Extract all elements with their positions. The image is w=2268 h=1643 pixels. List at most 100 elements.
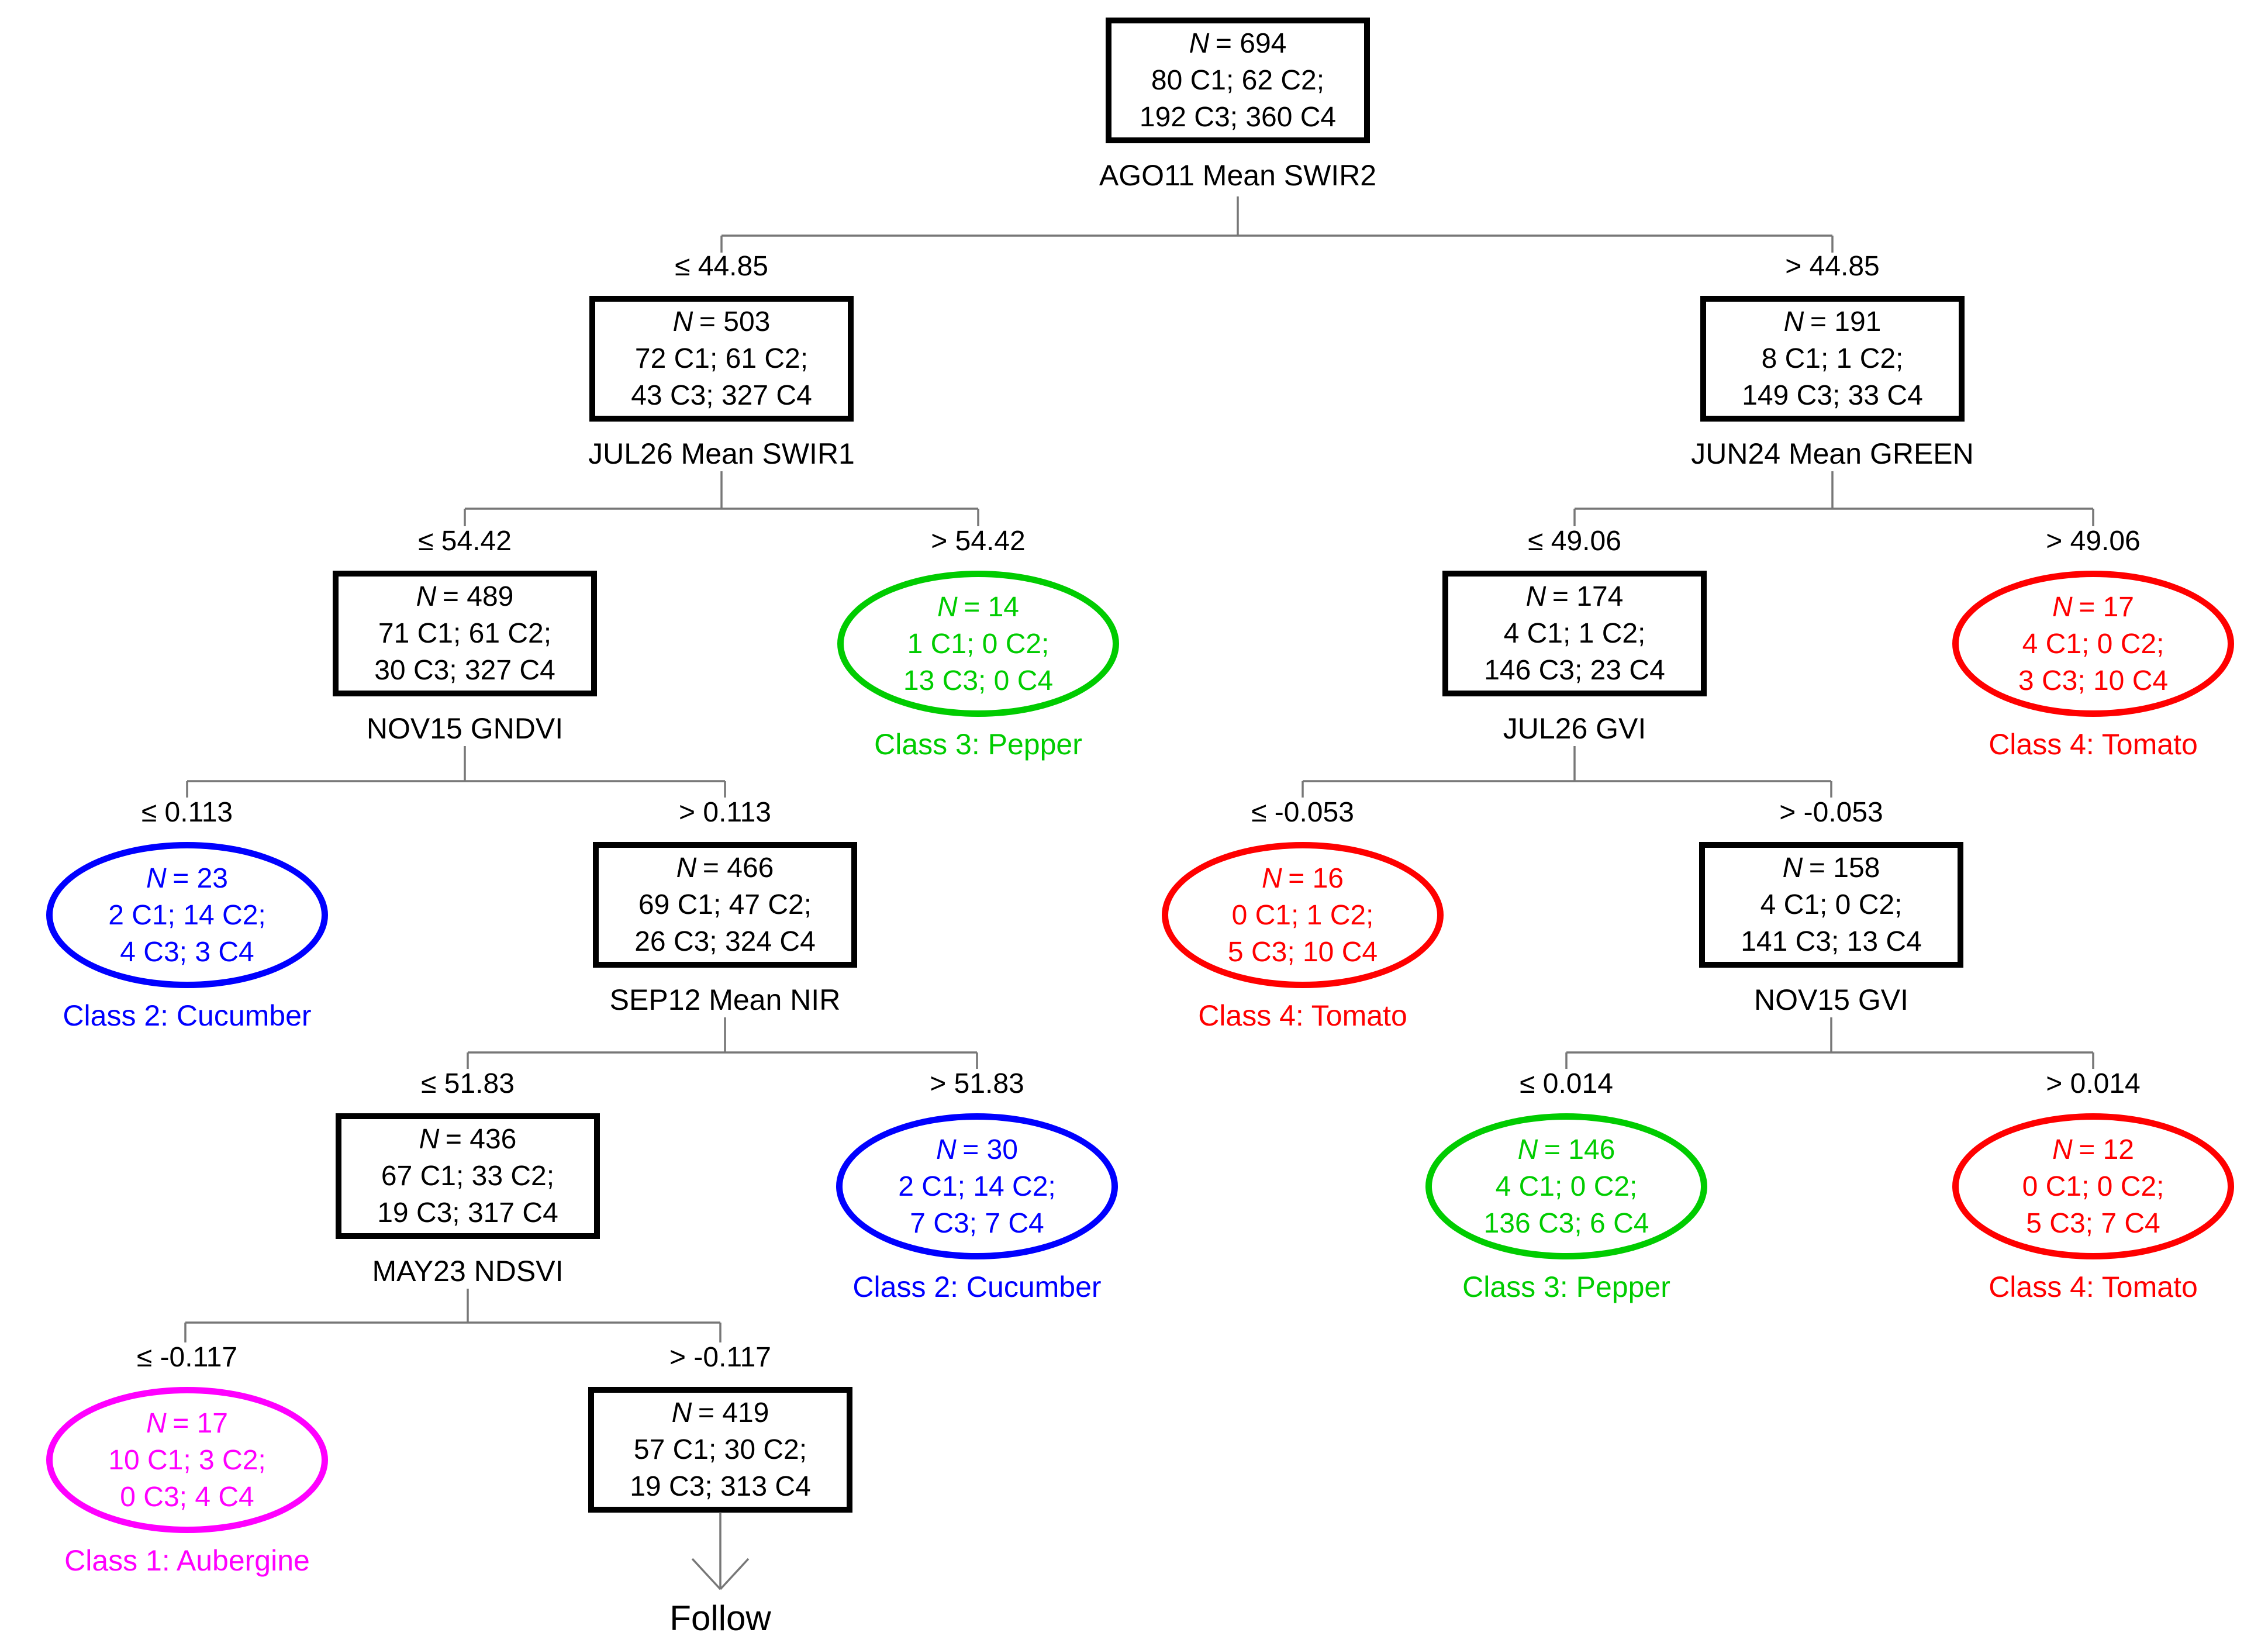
leaf-class1-aubergine: ≤ -0.117 N= 17 10 C1; 3 C2; 0 C3; 4 C4 C… [0, 1344, 374, 1577]
split-variable-label: JUL26 Mean SWIR1 [588, 437, 855, 470]
leaf-class-label: Class 4: Tomato [1989, 1271, 2198, 1303]
node-counts-line2: 192 C3; 360 C4 [1139, 102, 1337, 133]
node-counts-line1: 67 C1; 33 C2; [381, 1161, 555, 1192]
node-counts-line2: 0 C3; 4 C4 [120, 1481, 254, 1513]
node-n-line: N= 17 [2052, 591, 2134, 623]
leaf-class2-cucumber-1: ≤ 0.113 N= 23 2 C1; 14 C2; 4 C3; 3 C4 Cl… [0, 799, 374, 1032]
node-nov15-gndvi: ≤ 54.42 N= 489 71 C1; 61 C2; 30 C3; 327 … [278, 527, 652, 745]
node-n-line: N= 174 [1525, 581, 1624, 612]
edge-split-label: ≤ 0.014 [1520, 1068, 1613, 1099]
node-counts-line2: 19 C3; 317 C4 [377, 1197, 558, 1228]
split-variable-label: JUL26 GVI [1503, 712, 1646, 745]
node-box: N= 191 8 C1; 1 C2; 149 C3; 33 C4 [1700, 296, 1965, 422]
node-sep12-mean-nir: > 0.113 N= 466 69 C1; 47 C2; 26 C3; 324 … [538, 799, 912, 1016]
node-n-line: N= 436 [419, 1124, 517, 1155]
node-nov15-gvi: > -0.053 N= 158 4 C1; 0 C2; 141 C3; 13 C… [1644, 799, 2018, 1016]
leaf-class-label: Class 2: Cucumber [63, 999, 312, 1032]
node-counts-line1: 72 C1; 61 C2; [634, 343, 809, 374]
node-counts-line1: 8 C1; 1 C2; [1761, 343, 1904, 374]
edge-split-label: > 0.113 [679, 797, 771, 828]
leaf-class3-pepper-2: ≤ 0.014 N= 146 4 C1; 0 C2; 136 C3; 6 C4 … [1379, 1070, 1753, 1303]
connector-ll [186, 746, 726, 798]
leaf-class3-pepper-1: > 54.42 N= 14 1 C1; 0 C2; 13 C3; 0 C4 Cl… [791, 527, 1165, 761]
node-n-line: N= 489 [416, 581, 514, 612]
leaf-class4-tomato-3: > 0.014 N= 12 0 C1; 0 C2; 5 C3; 7 C4 Cla… [1906, 1070, 2268, 1303]
edge-split-label: ≤ -0.053 [1251, 797, 1354, 828]
edge-split-label: ≤ 0.113 [141, 797, 233, 828]
split-variable-label: NOV15 GVI [1754, 983, 1908, 1016]
node-n-line: N= 146 [1517, 1134, 1615, 1165]
node-n-line: N= 419 [671, 1397, 769, 1428]
connector-root [720, 196, 1834, 253]
leaf-class-label: Class 2: Cucumber [852, 1271, 1102, 1303]
node-n-line: N= 191 [1783, 306, 1882, 337]
leaf-class4-tomato-1: > 49.06 N= 17 4 C1; 0 C2; 3 C3; 10 C4 Cl… [1906, 527, 2268, 761]
node-box: N= 503 72 C1; 61 C2; 43 C3; 327 C4 [589, 296, 854, 422]
node-counts-line1: 2 C1; 14 C2; [108, 899, 266, 931]
node-counts-line2: 136 C3; 6 C4 [1483, 1207, 1649, 1239]
node-counts-line2: 43 C3; 327 C4 [631, 380, 812, 411]
leaf-ellipse: N= 146 4 C1; 0 C2; 136 C3; 6 C4 [1425, 1113, 1707, 1259]
node-counts-line2: 149 C3; 33 C4 [1742, 380, 1923, 411]
edge-split-label: ≤ 51.83 [421, 1068, 515, 1099]
node-n-line: N= 23 [146, 862, 228, 894]
node-n-line: N= 466 [676, 852, 774, 883]
edge-split-label: > -0.053 [1779, 797, 1883, 828]
leaf-ellipse: N= 17 4 C1; 0 C2; 3 C3; 10 C4 [1952, 571, 2234, 717]
node-n-line: N= 30 [936, 1134, 1018, 1165]
edge-split-label: > 44.85 [1785, 251, 1880, 282]
node-counts-line1: 80 C1; 62 C2; [1151, 65, 1325, 96]
connector-rlr [1565, 1017, 2094, 1069]
node-counts-line1: 57 C1; 30 C2; [633, 1434, 807, 1465]
leaf-class-label: Class 4: Tomato [1198, 999, 1407, 1032]
node-counts-line1: 4 C1; 1 C2; [1503, 618, 1646, 649]
node-counts-line2: 3 C3; 10 C4 [2018, 665, 2169, 696]
leaf-ellipse: N= 30 2 C1; 14 C2; 7 C3; 7 C4 [836, 1113, 1118, 1259]
split-variable-label: SEP12 Mean NIR [609, 983, 841, 1016]
node-box: N= 158 4 C1; 0 C2; 141 C3; 13 C4 [1699, 842, 1963, 968]
edge-split-label: ≤ 54.42 [418, 526, 512, 557]
edge-split-label: ≤ 44.85 [675, 251, 768, 282]
split-variable-label: JUN24 Mean GREEN [1691, 437, 1974, 470]
node-counts-line2: 5 C3; 7 C4 [2026, 1207, 2160, 1239]
leaf-class-label: Class 3: Pepper [874, 728, 1082, 761]
leaf-class2-cucumber-2: > 51.83 N= 30 2 C1; 14 C2; 7 C3; 7 C4 Cl… [790, 1070, 1164, 1303]
node-counts-line2: 4 C3; 3 C4 [120, 936, 254, 968]
leaf-class-label: Class 3: Pepper [1462, 1271, 1670, 1303]
node-counts-line1: 69 C1; 47 C2; [638, 889, 812, 920]
follow-arrow [691, 1513, 750, 1590]
node-counts-line1: 0 C1; 0 C2; [2022, 1171, 2165, 1202]
edge-split-label: ≤ 49.06 [1528, 526, 1621, 557]
node-n-line: N= 503 [672, 306, 771, 337]
edge-split-label: ≤ -0.117 [136, 1342, 238, 1373]
node-jul26-gvi: ≤ 49.06 N= 174 4 C1; 1 C2; 146 C3; 23 C4… [1387, 527, 1762, 745]
node-n-line: N= 17 [146, 1407, 228, 1439]
leaf-ellipse: N= 14 1 C1; 0 C2; 13 C3; 0 C4 [837, 571, 1119, 717]
node-counts-line2: 7 C3; 7 C4 [910, 1207, 1044, 1239]
node-counts-line1: 0 C1; 1 C2; [1231, 899, 1374, 931]
node-box: N= 419 57 C1; 30 C2; 19 C3; 313 C4 [588, 1387, 852, 1513]
node-n-line: N= 16 [1262, 862, 1344, 894]
edge-split-label: > 0.014 [2046, 1068, 2141, 1099]
node-counts-line1: 4 C1; 0 C2; [2022, 628, 2165, 660]
node-counts-line1: 10 C1; 3 C2; [108, 1444, 266, 1476]
leaf-class4-tomato-2: ≤ -0.053 N= 16 0 C1; 1 C2; 5 C3; 10 C4 C… [1116, 799, 1490, 1032]
leaf-ellipse: N= 12 0 C1; 0 C2; 5 C3; 7 C4 [1952, 1113, 2234, 1259]
connector-llr [467, 1017, 978, 1069]
node-counts-line2: 26 C3; 324 C4 [634, 926, 816, 957]
node-counts-line2: 13 C3; 0 C4 [903, 665, 1054, 696]
leaf-class-label: Class 1: Aubergine [64, 1544, 310, 1577]
node-counts-line1: 4 C1; 0 C2; [1760, 889, 1903, 920]
node-counts-line2: 141 C3; 13 C4 [1741, 926, 1922, 957]
edge-split-label: > 54.42 [931, 526, 1026, 557]
edge-split-label: > -0.117 [669, 1342, 771, 1373]
leaf-ellipse: N= 23 2 C1; 14 C2; 4 C3; 3 C4 [46, 842, 328, 988]
node-box: N= 466 69 C1; 47 C2; 26 C3; 324 C4 [593, 842, 857, 968]
split-variable-label: MAY23 NDSVI [372, 1255, 564, 1288]
node-counts-line2: 146 C3; 23 C4 [1484, 655, 1665, 686]
connector-llrl [184, 1289, 722, 1342]
connector-rl [1302, 746, 1832, 798]
leaf-ellipse: N= 17 10 C1; 3 C2; 0 C3; 4 C4 [46, 1387, 328, 1533]
